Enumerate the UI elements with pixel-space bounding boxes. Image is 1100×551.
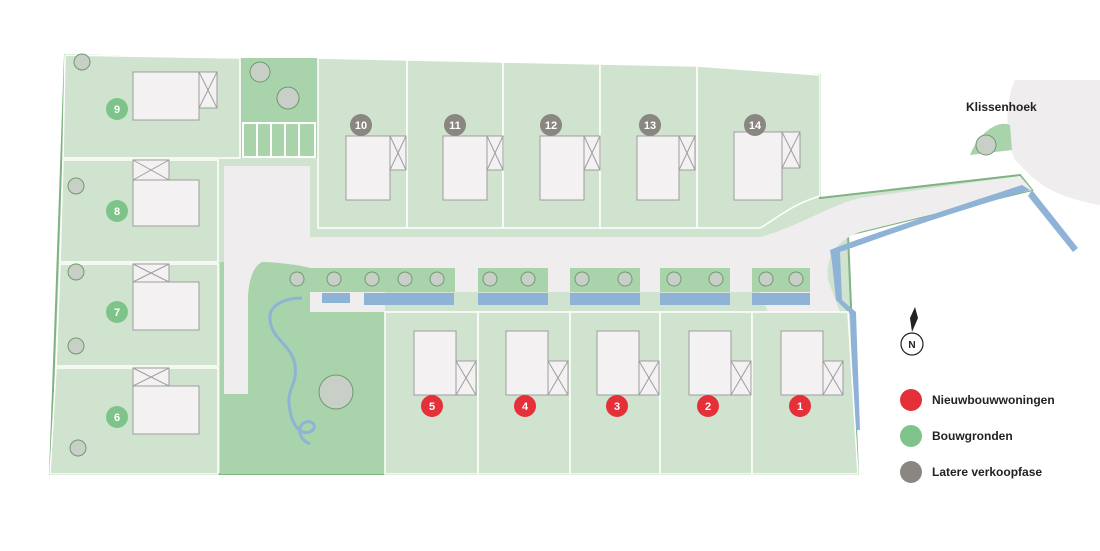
- lot-markers-new-homes: [421, 395, 811, 417]
- lot-markers-later-phase: [350, 114, 766, 136]
- house-cross-marks: [132, 71, 844, 396]
- lot-marker-6[interactable]: [106, 406, 128, 428]
- klissenhoek-road: [1007, 80, 1100, 205]
- lot-number-12: 12: [545, 120, 557, 132]
- lot-number-4: 4: [522, 401, 529, 413]
- legend-item-later-phase: Latere verkoopfase: [900, 454, 1090, 490]
- lot-marker-3[interactable]: [606, 395, 628, 417]
- lot-marker-1[interactable]: [789, 395, 811, 417]
- trees: [67, 53, 997, 457]
- lot-number-5: 5: [429, 401, 435, 413]
- park-area: [220, 262, 385, 474]
- stream: [268, 296, 316, 446]
- legend-label-new-homes: Nieuwbouwwoningen: [932, 393, 1055, 407]
- lot-number-3: 3: [614, 401, 620, 413]
- lot-marker-10[interactable]: [350, 114, 372, 136]
- lot-marker-4[interactable]: [514, 395, 536, 417]
- lot-marker-8[interactable]: [106, 200, 128, 222]
- lot-number-13: 13: [644, 120, 656, 132]
- lot-number-7: 7: [114, 307, 120, 319]
- lot-number-2: 2: [705, 401, 711, 413]
- north-label: N: [908, 340, 915, 351]
- lot-marker-11[interactable]: [444, 114, 466, 136]
- legend-dot-green: [900, 425, 922, 447]
- legend: Nieuwbouwwoningen Bouwgronden Latere ver…: [900, 382, 1090, 490]
- lot-marker-2[interactable]: [697, 395, 719, 417]
- lot-number-11: 11: [449, 120, 461, 132]
- legend-label-later-phase: Latere verkoopfase: [932, 465, 1043, 479]
- lot-marker-12[interactable]: [540, 114, 562, 136]
- north-arrow-icon: N: [900, 307, 924, 356]
- lot-marker-14[interactable]: [744, 114, 766, 136]
- lot-number-6: 6: [114, 412, 120, 424]
- parking-spaces: [242, 122, 316, 158]
- lot-number-1: 1: [797, 401, 803, 413]
- lot-marker-13[interactable]: [639, 114, 661, 136]
- legend-item-building-plots: Bouwgronden: [900, 418, 1090, 454]
- water: [322, 185, 1078, 430]
- legend-dot-grey: [900, 461, 922, 483]
- lot-markers-building-plots: [106, 98, 128, 428]
- road-name-klissenhoek: Klissenhoek: [966, 100, 1037, 114]
- lot-number-10: 10: [355, 120, 367, 132]
- legend-dot-red: [900, 389, 922, 411]
- legend-item-new-homes: Nieuwbouwwoningen: [900, 382, 1090, 418]
- legend-label-building-plots: Bouwgronden: [932, 429, 1013, 443]
- lot-number-8: 8: [114, 206, 120, 218]
- lot-marker-9[interactable]: [106, 98, 128, 120]
- lot-number-14: 14: [749, 120, 762, 132]
- lot-number-9: 9: [114, 104, 120, 116]
- lot-marker-5[interactable]: [421, 395, 443, 417]
- lot-marker-7[interactable]: [106, 301, 128, 323]
